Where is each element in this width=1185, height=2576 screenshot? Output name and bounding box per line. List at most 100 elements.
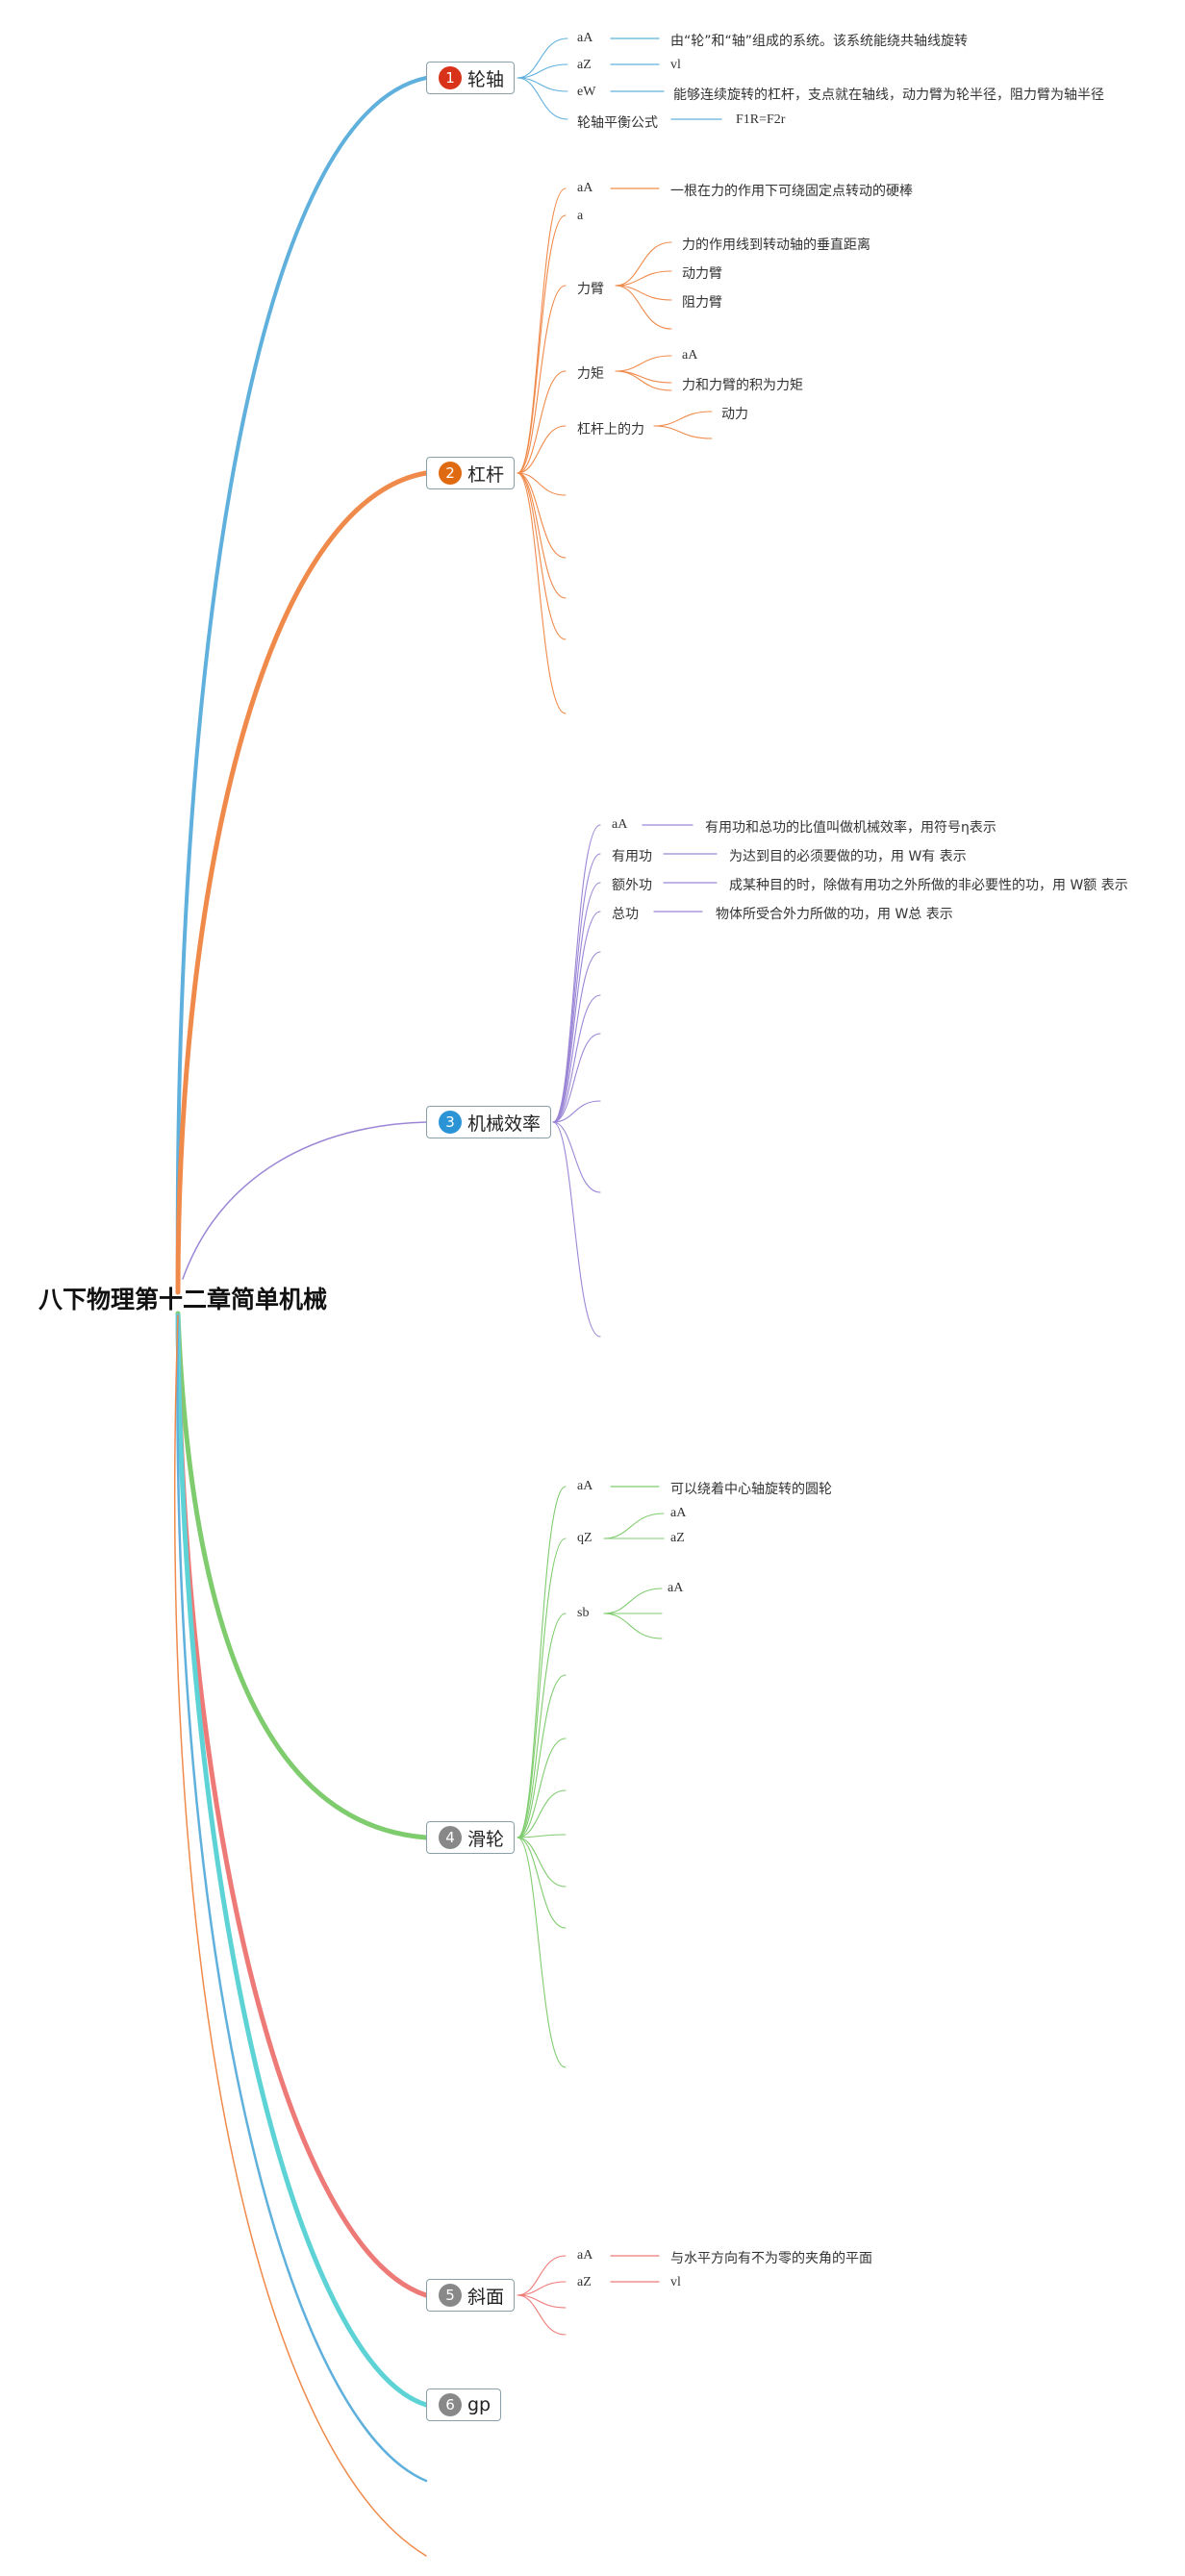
leaf-text: 可以绕着中心轴旋转的圆轮 <box>670 1482 832 1497</box>
sub-connector <box>517 1538 567 1838</box>
branch-node-1[interactable]: 1 轮轴 <box>426 62 516 94</box>
sub-connector <box>615 270 672 287</box>
leaf-label: aA <box>577 31 593 45</box>
branch-number-badge: 6 <box>439 2393 462 2416</box>
leaf-text: 与水平方向有不为零的夹角的平面 <box>670 2251 872 2266</box>
leaf-label: aA <box>577 181 593 195</box>
leaf-label: aZ <box>577 2275 592 2289</box>
sub-connector <box>615 355 672 372</box>
sub-connector <box>552 911 601 1123</box>
branch-node-4[interactable]: 4 滑轮 <box>426 1821 516 1854</box>
sub-connector <box>517 1837 567 1888</box>
sub-connector <box>517 1613 567 1838</box>
sub-connector <box>552 951 601 1123</box>
branch-node-2[interactable]: 2 杠杆 <box>426 457 516 489</box>
leaf-label: qZ <box>577 1531 592 1545</box>
sub-connector <box>552 994 601 1123</box>
leaf-label: 力臂 <box>577 282 604 297</box>
leaf-child-text: aA <box>668 1581 684 1595</box>
leaf-child-text: 力和力臂的积为力矩 <box>682 378 803 393</box>
leaf-label: aA <box>612 817 628 832</box>
sub-connector <box>517 1674 567 1838</box>
sub-connector <box>517 63 568 79</box>
leaf-text: 一根在力的作用下可绕固定点转动的硬棒 <box>670 184 913 199</box>
leaf-label: 杠杆上的力 <box>577 422 644 438</box>
branch-node-6[interactable]: 6 gp <box>426 2388 502 2421</box>
sub-connector <box>552 1033 601 1123</box>
main-connector-extra-1 <box>176 1313 428 2483</box>
main-connector-6 <box>175 1313 429 2408</box>
leaf-label: a <box>577 209 584 223</box>
branch-number-badge: 1 <box>439 66 462 89</box>
mindmap-root-title: 八下物理第十二章简单机械 <box>38 1286 328 1313</box>
branch-label: 斜面 <box>467 2286 505 2308</box>
leaf-child-text: 阻力臂 <box>682 295 722 311</box>
leaf-child-text: 动力臂 <box>682 266 722 282</box>
branch-label: 杠杆 <box>467 463 505 486</box>
sub-connector <box>552 882 601 1123</box>
leaf-label: 力矩 <box>577 366 604 382</box>
leaf-text: vl <box>670 58 681 72</box>
branch-node-5[interactable]: 5 斜面 <box>426 2279 516 2312</box>
sub-connector <box>517 370 567 474</box>
sub-connector <box>615 370 672 384</box>
leaf-child-text: aA <box>670 1506 687 1520</box>
sub-connector <box>615 241 672 287</box>
main-connector-3 <box>182 1121 427 1280</box>
sub-connector <box>615 285 672 301</box>
sub-connector <box>517 1738 567 1838</box>
sub-connector <box>517 425 567 474</box>
sub-connector <box>517 472 567 496</box>
branch-number-badge: 5 <box>439 2284 462 2307</box>
leaf-label: eW <box>577 85 596 99</box>
main-connector-5 <box>175 1313 429 2298</box>
branch-number-badge: 2 <box>439 462 462 485</box>
leaf-label: aA <box>577 1479 593 1493</box>
leaf-label: 轮轴平衡公式 <box>577 115 658 131</box>
leaf-child-text: aA <box>682 348 698 363</box>
sub-connector <box>517 1834 567 1838</box>
branch-node-3[interactable]: 3 机械效率 <box>426 1106 552 1138</box>
leaf-label: 总功 <box>612 907 639 922</box>
leaf-text: F1R=F2r <box>736 113 786 127</box>
sub-connector <box>603 1613 663 1639</box>
branch-label: 机械效率 <box>467 1113 542 1135</box>
sub-connector <box>552 1100 601 1123</box>
sub-connector <box>517 2294 567 2336</box>
main-connector-4 <box>175 1311 429 1840</box>
main-connector-extra-2 <box>173 1314 427 2557</box>
sub-connector <box>603 1588 663 1614</box>
branch-number-badge: 4 <box>439 1826 462 1849</box>
sub-connector <box>517 472 567 559</box>
main-connector-2 <box>175 470 429 1295</box>
leaf-child-text: 力的作用线到转动轴的垂直距离 <box>682 238 870 253</box>
sub-connector <box>552 1121 601 1193</box>
leaf-label: 有用功 <box>612 849 652 864</box>
sub-connector <box>517 1486 567 1838</box>
branch-label: 轮轴 <box>467 68 505 90</box>
leaf-text: 物体所受合外力所做的功，用 W总 表示 <box>716 907 953 922</box>
sub-connector <box>517 472 567 599</box>
leaf-child-text: aZ <box>670 1531 685 1545</box>
sub-connector <box>517 1789 567 1838</box>
sub-connector <box>552 1121 601 1338</box>
branch-number-badge: 3 <box>439 1111 462 1134</box>
leaf-text: vl <box>670 2275 681 2289</box>
leaf-label: 额外功 <box>612 878 652 893</box>
leaf-text: 成某种目的时，除做有用功之外所做的非必要性的功，用 W额 表示 <box>729 878 1128 893</box>
sub-connector <box>517 285 567 474</box>
sub-connector <box>615 370 672 391</box>
main-connector-1 <box>175 76 428 1290</box>
branch-label: 滑轮 <box>467 1828 505 1850</box>
sub-connector <box>517 214 567 474</box>
sub-connector <box>517 472 567 714</box>
leaf-child-text: 动力 <box>721 407 748 422</box>
sub-connector <box>517 2255 567 2296</box>
leaf-label: aZ <box>577 58 592 72</box>
leaf-text: 能够连续旋转的杠杆，支点就在轴线，动力臂为轮半径，阻力臂为轴半径 <box>673 88 1104 103</box>
sub-connector <box>615 285 672 330</box>
leaf-label: sb <box>577 1606 590 1620</box>
sub-connector <box>603 1513 665 1539</box>
sub-connector <box>653 411 713 427</box>
